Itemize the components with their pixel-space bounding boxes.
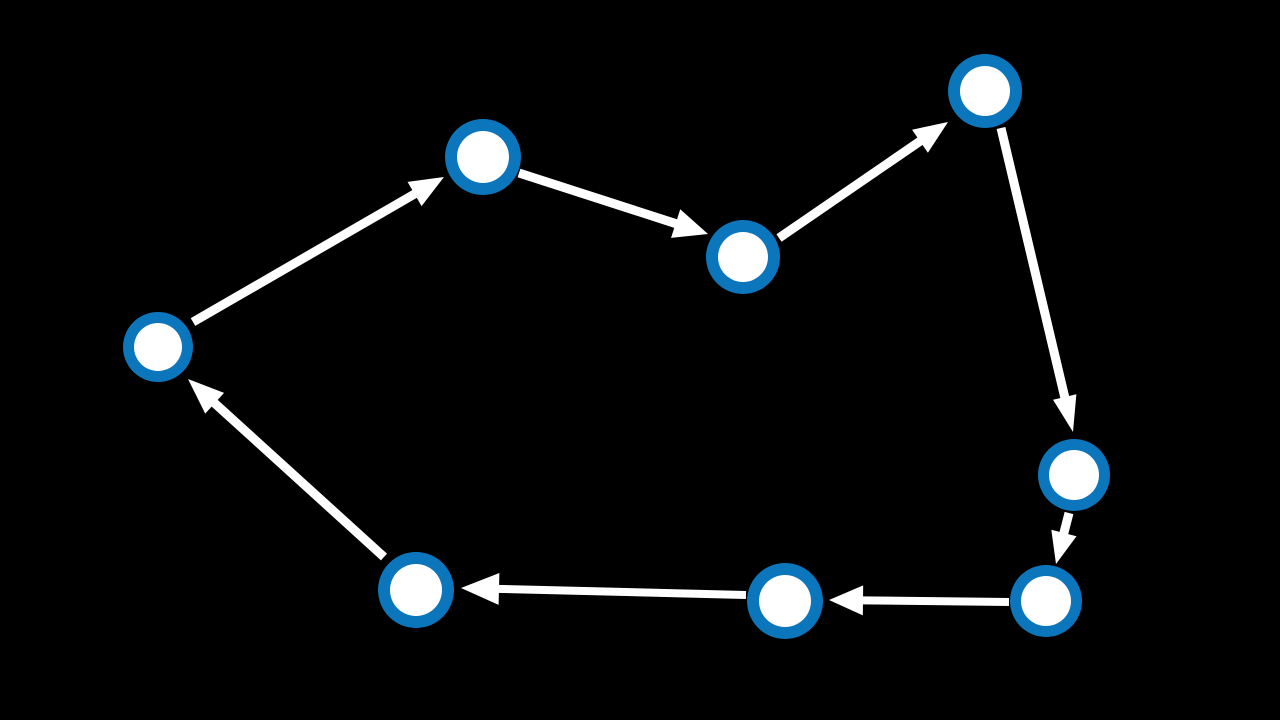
- graph-edge-n1-to-n2: [190, 177, 444, 326]
- node-fill[interactable]: [960, 66, 1010, 116]
- edge-arrowhead: [912, 122, 948, 153]
- node-fill[interactable]: [1049, 450, 1099, 500]
- edge-shaft: [1059, 511, 1074, 537]
- edge-arrowhead: [461, 572, 500, 605]
- edge-arrowhead: [407, 177, 444, 207]
- edges-layer: [188, 122, 1077, 616]
- edge-shaft: [190, 189, 419, 326]
- node-fill[interactable]: [1021, 576, 1071, 626]
- edge-shaft: [496, 584, 747, 599]
- edge-arrowhead: [1053, 394, 1077, 432]
- edge-arrowhead: [188, 379, 225, 414]
- graph-edge-n2-to-n3: [517, 168, 708, 238]
- graph-node-n6[interactable]: [1010, 565, 1082, 637]
- edge-shaft: [860, 596, 1010, 606]
- edge-shaft: [517, 168, 679, 229]
- edge-arrowhead: [829, 585, 864, 616]
- graph-node-n3[interactable]: [706, 220, 780, 294]
- graph-node-n5[interactable]: [1038, 439, 1110, 511]
- node-fill[interactable]: [390, 564, 442, 616]
- graph-edge-n5-to-n6: [1051, 511, 1077, 564]
- edge-shaft: [996, 126, 1070, 400]
- graph-node-n4[interactable]: [948, 54, 1022, 128]
- edge-arrowhead: [671, 209, 708, 238]
- edge-arrowhead: [1051, 529, 1077, 564]
- node-fill[interactable]: [718, 232, 768, 282]
- graph-node-n7[interactable]: [747, 563, 823, 639]
- graph-node-n2[interactable]: [445, 119, 521, 195]
- graph-edge-n3-to-n4: [776, 122, 948, 242]
- node-fill[interactable]: [457, 131, 509, 183]
- graph-edge-n8-to-n1: [188, 379, 388, 561]
- graph-edge-n6-to-n7: [829, 585, 1010, 616]
- edge-shaft: [210, 398, 388, 561]
- nodes-layer: [123, 54, 1110, 639]
- node-fill[interactable]: [134, 323, 182, 371]
- graph-node-n8[interactable]: [378, 552, 454, 628]
- node-fill[interactable]: [759, 575, 811, 627]
- edge-shaft: [776, 136, 925, 242]
- graph-node-n1[interactable]: [123, 312, 193, 382]
- graph-edge-n7-to-n8: [461, 572, 747, 605]
- graph-edge-n4-to-n5: [996, 126, 1077, 432]
